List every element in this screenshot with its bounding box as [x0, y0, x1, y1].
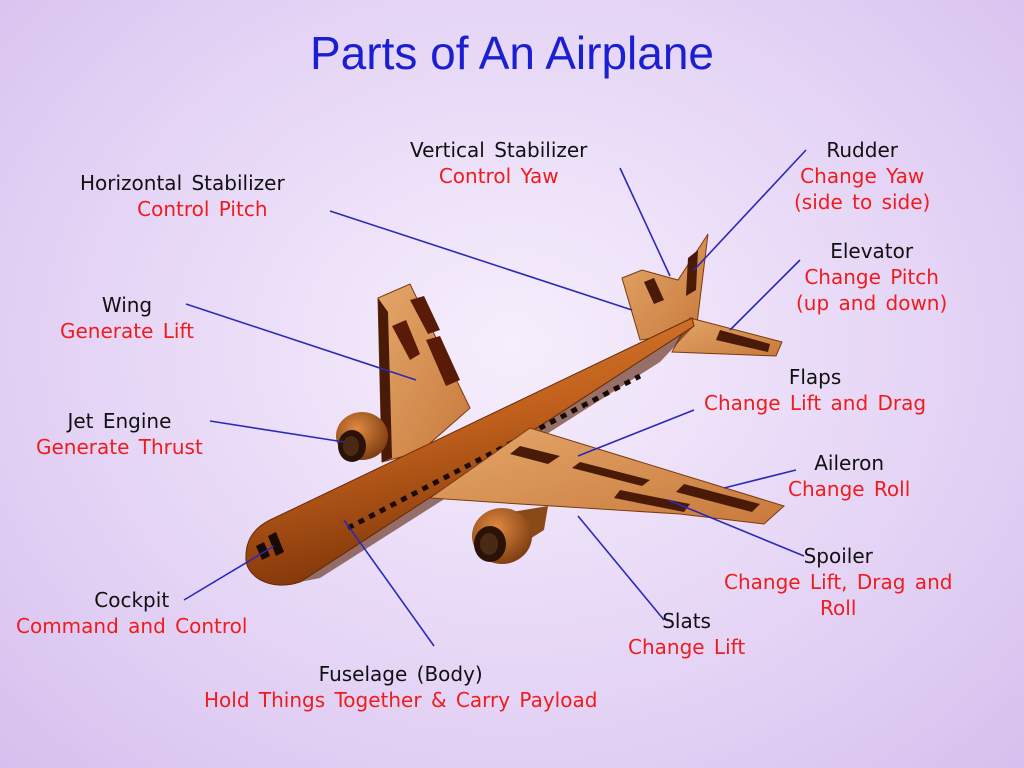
part-function: Control Yaw	[438, 164, 559, 188]
leader-aileron	[723, 469, 797, 489]
leader-fuselage	[343, 519, 435, 647]
spoiler-surface	[614, 490, 690, 512]
leader-cockpit	[183, 545, 275, 601]
part-function: Generate Thrust	[36, 435, 203, 459]
part-function: Change Yaw	[800, 164, 925, 188]
part-function: Change Lift, Drag and	[724, 570, 953, 594]
part-function: Hold Things Together & Carry Payload	[204, 688, 598, 712]
label-slats: Slats Change Lift	[628, 608, 745, 660]
leader-wing	[185, 303, 417, 381]
part-name: Slats	[662, 609, 711, 633]
leader-rudder	[693, 149, 807, 271]
leader-jet-engine	[209, 420, 345, 443]
label-fuselage: Fuselage (Body) Hold Things Together & C…	[204, 661, 597, 713]
label-aileron: Aileron Change Roll	[788, 450, 910, 502]
part-name: Vertical Stabilizer	[410, 138, 588, 162]
near-engine	[472, 506, 548, 564]
label-wing: Wing Generate Lift	[60, 292, 194, 344]
flap-strip	[572, 462, 650, 486]
fuselage	[245, 317, 695, 586]
part-name: Rudder	[826, 138, 898, 162]
page-title: Parts of An Airplane	[309, 27, 715, 79]
leader-spoiler	[667, 499, 805, 557]
far-engine	[336, 412, 388, 462]
leader-lines	[183, 149, 807, 647]
label-flaps: Flaps Change Lift and Drag	[704, 364, 926, 416]
leader-horizontal-stabilizer	[329, 210, 633, 311]
leader-flaps	[577, 409, 695, 457]
part-function: Command and Control	[16, 614, 248, 638]
leader-vertical-stabilizer	[619, 167, 671, 277]
part-function: Generate Lift	[60, 319, 194, 343]
label-spoiler: Spoiler Change Lift, Drag and Roll	[724, 543, 952, 621]
cockpit-window	[268, 532, 284, 556]
aileron-surface	[676, 484, 760, 512]
spoiler-far	[392, 320, 420, 360]
part-function: Change Lift	[628, 635, 746, 659]
part-name: Fuselage (Body)	[318, 662, 483, 686]
part-function: Control Pitch	[137, 197, 268, 221]
label-elevator: Elevator Change Pitch (up and down)	[796, 238, 947, 316]
part-name: Flaps	[788, 365, 842, 389]
label-rudder: Rudder Change Yaw (side to side)	[794, 137, 930, 215]
rudder-surface	[686, 250, 698, 296]
leader-slats	[577, 515, 665, 621]
part-function: Change Roll	[788, 477, 911, 501]
part-function-detail: (up and down)	[796, 291, 948, 315]
part-function: Change Pitch	[804, 265, 939, 289]
part-name: Elevator	[830, 239, 914, 263]
part-function-detail: Roll	[820, 596, 857, 620]
label-vertical-stabilizer: Vertical Stabilizer Control Yaw	[410, 137, 587, 189]
part-function: Change Lift and Drag	[704, 391, 927, 415]
near-wing	[428, 427, 785, 525]
label-cockpit: Cockpit Command and Control	[16, 587, 247, 639]
tail-fin	[621, 233, 709, 341]
part-name: Wing	[101, 293, 153, 317]
part-name: Horizontal Stabilizer	[80, 171, 285, 195]
leader-elevator	[729, 259, 801, 331]
part-name: Aileron	[814, 451, 885, 475]
elevator-surface	[716, 330, 770, 352]
part-name: Cockpit	[94, 588, 170, 612]
label-horizontal-stabilizer: Horizontal Stabilizer Control Pitch	[80, 170, 285, 222]
part-name: Jet Engine	[67, 409, 172, 433]
part-function-detail: (side to side)	[794, 190, 931, 214]
label-jet-engine: Jet Engine Generate Thrust	[36, 408, 203, 460]
part-name: Spoiler	[803, 544, 873, 568]
